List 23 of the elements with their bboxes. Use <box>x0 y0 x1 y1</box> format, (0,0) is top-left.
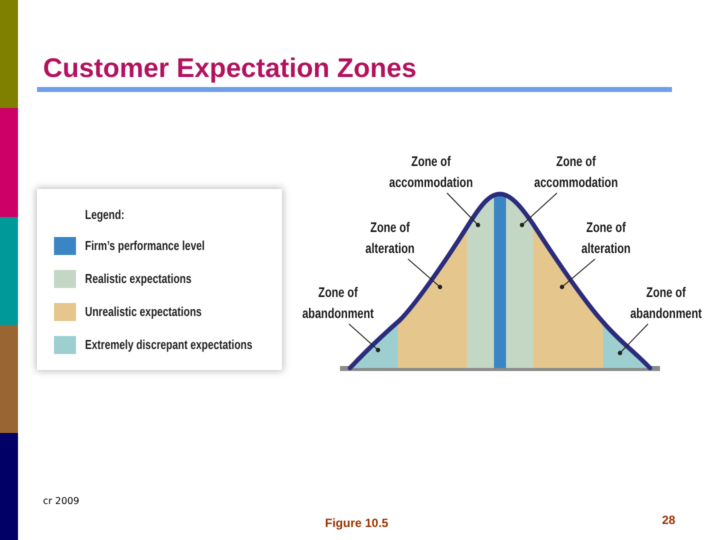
zone-band <box>506 195 533 368</box>
zone-label: Zone of abandonment <box>630 282 702 324</box>
figure-caption: Figure 10.5 <box>325 515 388 531</box>
zone-label: Zone of accommodation <box>389 151 473 193</box>
zone-band <box>467 195 494 368</box>
leader-line <box>520 192 558 228</box>
leader-line <box>446 192 480 228</box>
page-number: 28 <box>662 512 676 528</box>
legend-label: Extremely discrepant expectations <box>85 336 252 354</box>
legend-label: Realistic expectations <box>85 270 192 288</box>
source-note: cr 2009 <box>43 495 80 509</box>
leader-line <box>348 324 380 352</box>
legend-label: Firm’s performance level <box>85 237 205 255</box>
legend-label: Unrealistic expectations <box>85 303 202 321</box>
leader-line <box>408 258 442 290</box>
zone-label: Zone of accommodation <box>534 151 618 193</box>
leader-line <box>560 258 596 290</box>
zone-label: Zone of abandonment <box>302 282 374 324</box>
legend-heading: Legend: <box>85 206 124 224</box>
zone-label: Zone of alteration <box>581 217 631 259</box>
leader-line <box>618 324 648 356</box>
slide-title: Customer Expectation Zones <box>43 52 417 85</box>
zone-label: Zone of alteration <box>365 217 415 259</box>
